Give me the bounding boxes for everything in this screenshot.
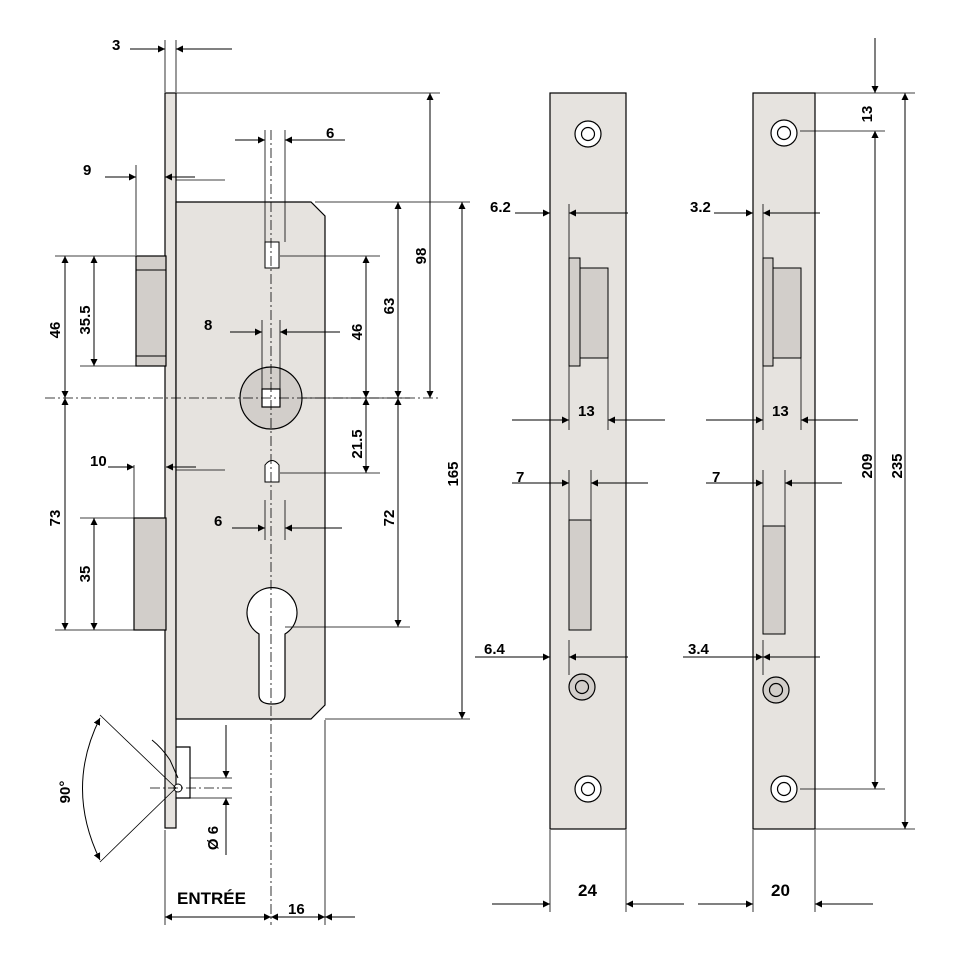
screw-slot-top [264, 241, 280, 269]
dim-diameter-6: Ø 6 [205, 826, 222, 850]
faceplate-lever [176, 746, 191, 799]
dim-7-a: 7 [516, 469, 524, 486]
dim-8: 8 [204, 317, 212, 334]
dim-235: 235 [889, 453, 906, 478]
lock-case [175, 201, 326, 720]
latch-bolt [135, 255, 167, 367]
dim-7-b: 7 [712, 469, 720, 486]
dim-3-2: 3.2 [690, 199, 711, 216]
faceplate-24 [549, 92, 627, 830]
lock-body-view: 3 9 46 35.5 10 73 35 90° Ø 6 ENTRÉE 16 6… [45, 37, 470, 925]
dim-46-right: 46 [349, 324, 366, 341]
dim-90-degree: 90° [57, 781, 74, 804]
dim-46-left: 46 [47, 322, 64, 339]
dim-13-top: 13 [859, 106, 876, 123]
bolt-opening-20 [762, 525, 786, 635]
dim-6-2: 6.2 [490, 199, 511, 216]
dim-3: 3 [112, 37, 120, 54]
faceplate-20 [752, 92, 816, 830]
dim-209: 209 [859, 453, 876, 478]
dim-13-a: 13 [578, 403, 595, 420]
faceplate-side [164, 92, 177, 829]
dim-98: 98 [413, 248, 430, 265]
dim-6-top: 6 [326, 125, 334, 142]
latch-opening-24 [568, 257, 581, 367]
dim-9: 9 [83, 162, 91, 179]
bolt-opening-24 [568, 519, 592, 631]
backset-label: ENTRÉE [177, 889, 246, 908]
cylinder-cutout [246, 587, 298, 705]
dead-bolt [133, 517, 167, 631]
dim-73: 73 [47, 510, 64, 527]
dim-6-4: 6.4 [484, 641, 506, 658]
dim-16: 16 [288, 901, 305, 918]
dim-24: 24 [578, 881, 597, 900]
dim-35-5: 35.5 [77, 305, 94, 334]
dim-6-mid: 6 [214, 513, 222, 530]
dim-10: 10 [90, 453, 107, 470]
dim-21-5: 21.5 [349, 429, 366, 458]
dim-165: 165 [445, 461, 462, 486]
faceplate-20-view: 3.2 13 7 3.4 20 13 209 235 [683, 38, 915, 912]
dim-63: 63 [381, 298, 398, 315]
dim-3-4: 3.4 [688, 641, 710, 658]
screw-slot-mid [264, 460, 280, 483]
dim-20: 20 [771, 881, 790, 900]
faceplate-24-view: 6.2 13 7 6.4 24 [475, 92, 684, 912]
dim-13-b: 13 [772, 403, 789, 420]
latch-opening-20 [762, 257, 774, 367]
dim-72: 72 [381, 510, 398, 527]
dim-35: 35 [77, 566, 94, 583]
